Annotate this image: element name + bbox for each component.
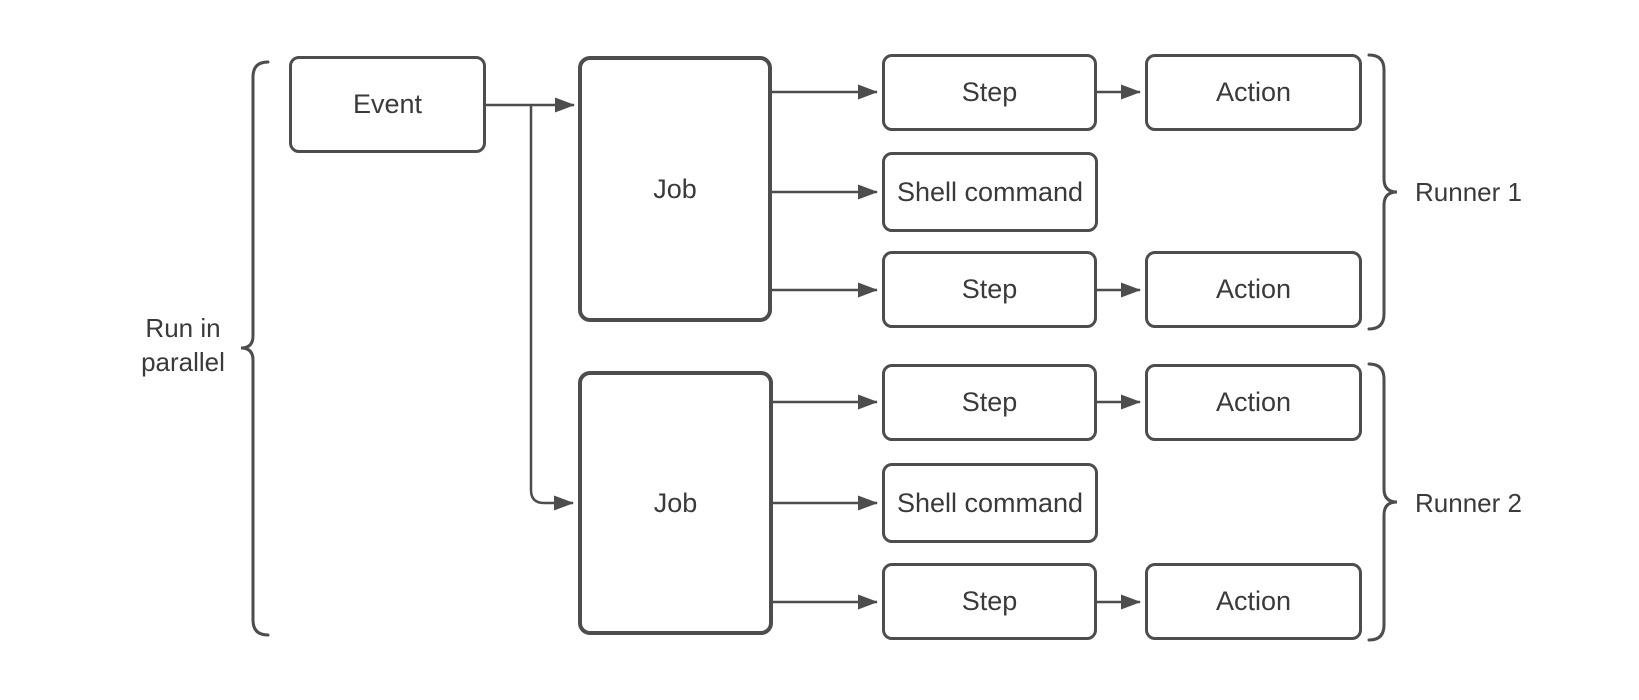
job1-action2-node: Action [1145, 251, 1362, 328]
runner2-brace [1367, 362, 1398, 642]
event-node: Event [289, 56, 486, 153]
job2-step2-node: Step [882, 563, 1097, 640]
runner1-brace [1367, 53, 1398, 331]
job1-step1-node: Step [882, 54, 1097, 131]
job1-step2-node: Step [882, 251, 1097, 328]
job1-node: Job [578, 56, 772, 322]
job1-action1-node: Action [1145, 54, 1362, 131]
runner2-label: Runner 2 [1415, 488, 1522, 518]
runner1-label: Runner 1 [1415, 177, 1522, 207]
job2-node: Job [578, 371, 773, 635]
parallel-label: Run in parallel [141, 313, 225, 377]
job2-step1-node: Step [882, 364, 1097, 441]
job2-action1-node: Action [1145, 364, 1362, 441]
job2-action2-node: Action [1145, 563, 1362, 640]
event-to-job2-connector [529, 106, 574, 511]
job1-shell-command-node: Shell command [882, 152, 1098, 232]
left-brace [240, 60, 270, 637]
job2-shell-command-node: Shell command [882, 463, 1098, 543]
